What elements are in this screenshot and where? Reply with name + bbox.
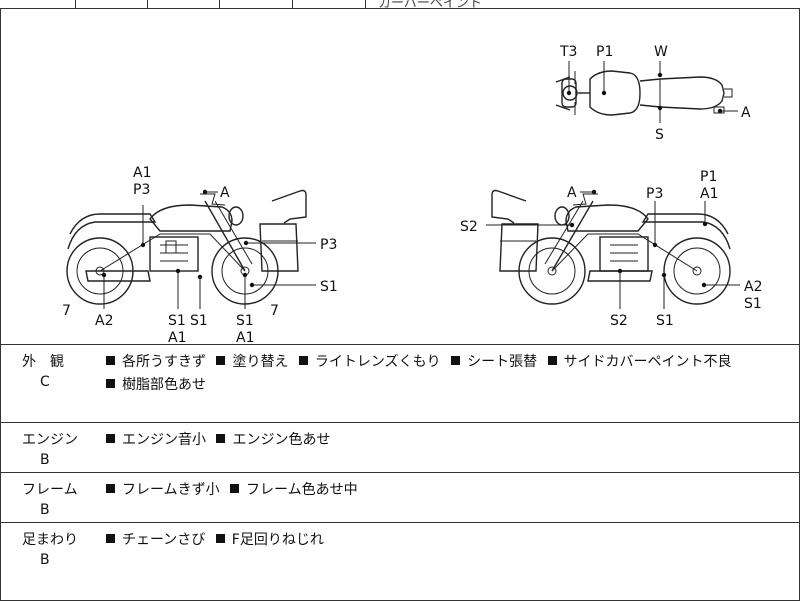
right-view-label: S2 [610,313,628,329]
bullet-square-icon [451,356,461,365]
left-view-label: A2 [95,313,113,329]
right-view-label: P1 [700,169,717,185]
left-view-label: S1 [236,313,254,329]
bullet-square-icon [106,434,115,443]
right-view-label: A [567,185,577,201]
cut-off-header-text: カーバーペイント [378,0,482,11]
bullet-square-icon [215,534,225,543]
right-view-label: A1 [700,186,718,202]
section-title: フレーム [22,482,78,498]
top-view-label: T3 [559,44,577,60]
section-items: チェーンさび F足回りねじれ [106,529,796,552]
right-view-label: S1 [744,296,762,312]
list-item: エンジン色あせ [216,432,330,448]
section-title: 足まわり [22,532,78,548]
top-table-strip: カーバーペイント [0,0,800,11]
list-item: 樹脂部色あせ [106,377,206,393]
left-view-label: A1 [168,330,186,344]
bullet-square-icon [216,356,226,365]
motorcycle-diagram: T3 P1 W A S [0,9,800,344]
top-view-label: A [741,105,751,121]
bullet-square-icon [106,484,115,493]
section-grade: C [40,374,50,390]
bullet-square-icon [106,534,115,543]
section-title: 外 観 [22,354,64,370]
top-view-label: W [654,44,668,60]
bullet-square-icon [106,356,115,365]
suspension-section: 足まわり B チェーンさび F足回りねじれ [0,522,800,601]
left-side-view-drawing [66,189,316,309]
left-view-label: A [220,185,230,201]
left-view-label: 7 [62,303,71,319]
left-view-label: 7 [270,303,279,319]
section-items: エンジン音小 エンジン色あせ [106,429,796,452]
top-view-label: P1 [596,44,613,60]
left-view-label: A1 [236,330,254,344]
list-item: チェーンさび [106,532,205,548]
table-divider [292,0,293,8]
left-view-label: P3 [320,237,337,253]
bullet-square-icon [230,484,240,493]
right-side-view-drawing [486,189,740,309]
list-item: F足回りねじれ [215,532,324,548]
left-view-label: S1 [190,313,208,329]
right-view-label: S1 [656,313,674,329]
table-divider [75,0,76,8]
right-view-label: S2 [460,219,478,235]
engine-section: エンジン B エンジン音小 エンジン色あせ [0,422,800,473]
section-items: フレームきず小 フレーム色あせ中 [106,479,796,502]
list-item: 各所うすきず [106,354,206,370]
left-view-label: S1 [320,279,338,295]
list-item: フレーム色あせ中 [230,482,358,498]
top-view-label: S [655,127,664,143]
bullet-square-icon [298,356,308,365]
list-item: シート張替 [451,354,537,370]
bullet-square-icon [547,356,557,365]
table-divider [365,0,366,8]
top-view-drawing [555,61,738,123]
list-item: エンジン音小 [106,432,206,448]
frame-section: フレーム B フレームきず小 フレーム色あせ中 [0,472,800,523]
list-item: フレームきず小 [106,482,220,498]
bullet-square-icon [216,434,226,443]
table-divider [147,0,148,8]
list-item: ライトレンズくもり [298,354,441,370]
left-view-label: S1 [168,313,186,329]
motorcycle-diagram-svg: T3 P1 W A S [62,44,762,344]
right-view-label: A2 [744,279,762,295]
section-items: 各所うすきず 塗り替え ライトレンズくもり シート張替 サイドカバーペイント不良… [106,351,796,397]
bullet-square-icon [106,379,115,388]
section-grade: B [40,452,50,468]
left-view-label: P3 [133,182,150,198]
section-grade: B [40,502,50,518]
right-view-label: P3 [646,186,663,202]
list-item: 塗り替え [216,354,288,370]
exterior-section: 外 観 C 各所うすきず 塗り替え ライトレンズくもり シート張替 サイドカバー… [0,344,800,423]
table-divider [219,0,220,8]
left-view-label: A1 [133,165,151,181]
section-title: エンジン [22,432,78,448]
section-grade: B [40,552,50,568]
list-item: サイドカバーペイント不良 [547,354,732,370]
